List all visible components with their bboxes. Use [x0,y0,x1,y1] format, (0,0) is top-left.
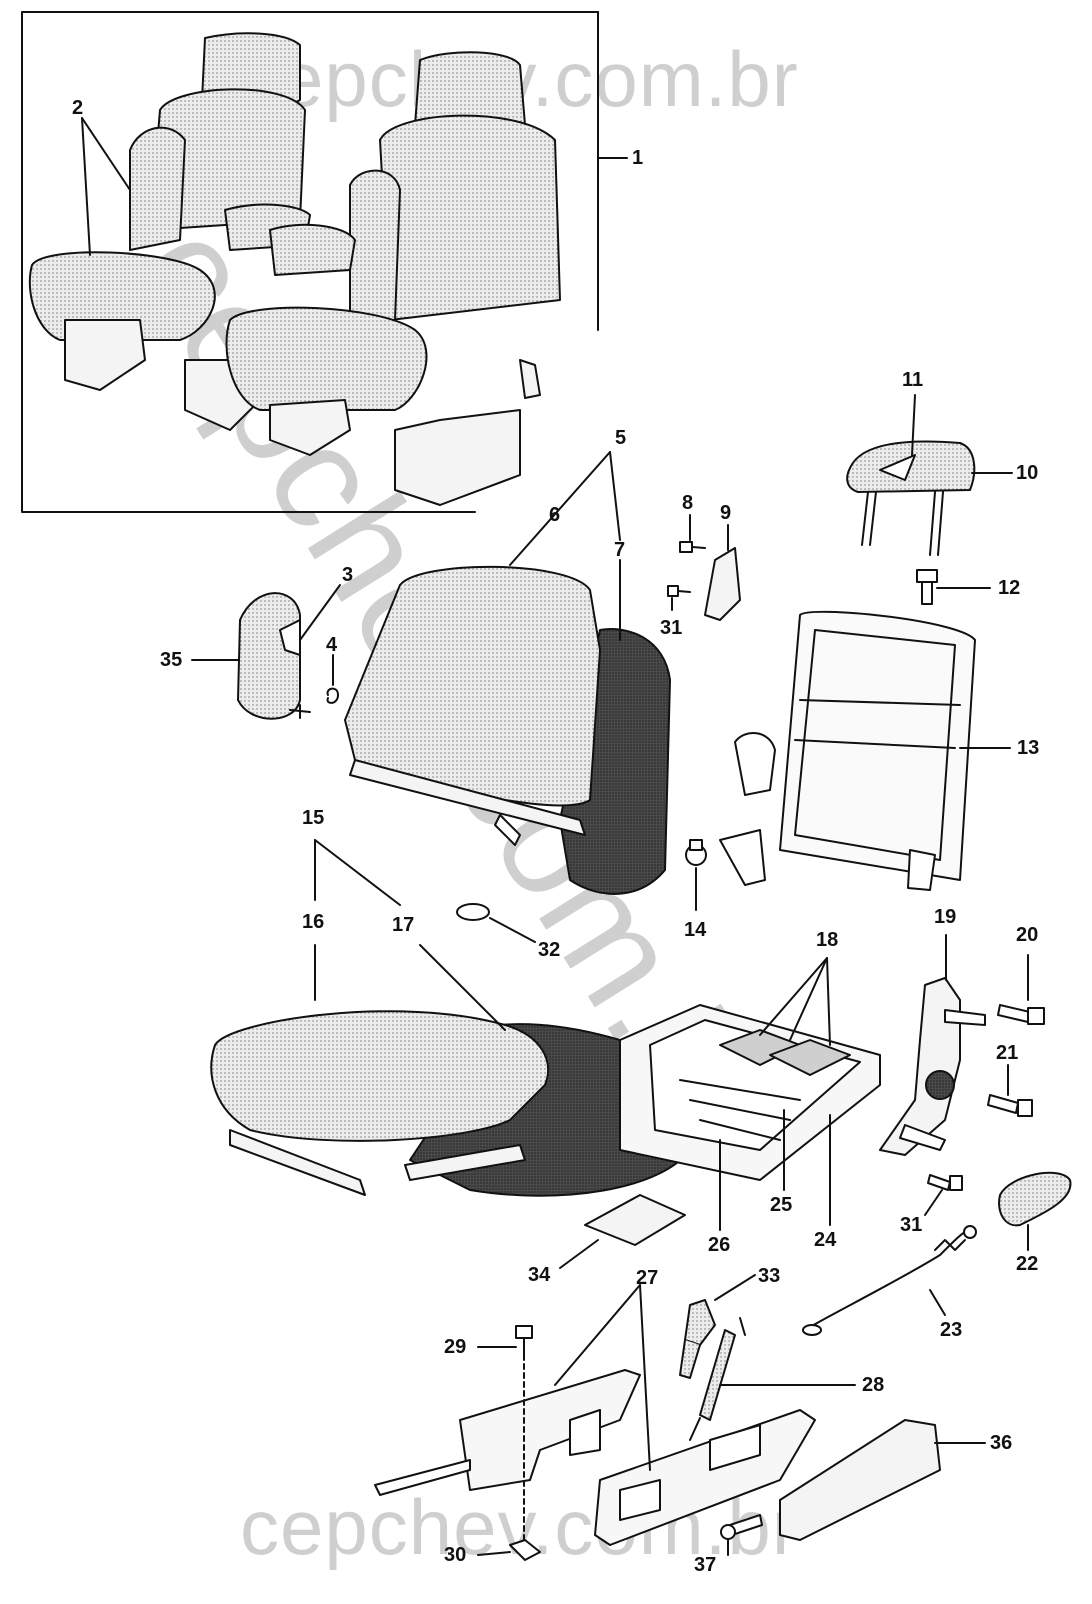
riser-right-part [594,1284,816,1546]
track-part [779,1419,986,1541]
callout-25: 25 [770,1194,793,1216]
callout-13: 13 [1017,737,1040,759]
headrest-guide-part [916,569,991,605]
callout-34: 34 [528,1264,551,1286]
callout-7: 7 [614,539,626,561]
callout-31-lower: 31 [900,1214,923,1236]
bolt-37-part [720,1514,763,1556]
callout-17: 17 [392,914,415,936]
callout-2: 2 [72,97,84,119]
callout-18: 18 [816,929,839,951]
callout-35: 35 [160,649,183,671]
callout-9: 9 [720,502,732,524]
callout-19: 19 [934,906,957,928]
callout-11: 11 [902,369,924,391]
armrest-part [191,584,341,720]
callout-23: 23 [940,1319,963,1341]
pad-part [559,1194,686,1269]
callout-36: 36 [990,1432,1013,1454]
callout-12: 12 [998,577,1021,599]
riser-left-part [374,1284,641,1496]
fastener-parts-upper [667,514,741,621]
callout-28: 28 [862,1374,885,1396]
recliner-mechanism-part [879,934,986,1156]
seat-pan-frame-part [619,957,881,1231]
callout-30: 30 [444,1544,467,1566]
ring-part [456,903,536,943]
callout-14: 14 [684,919,707,941]
callout-6: 6 [549,504,561,526]
callout-21: 21 [996,1042,1019,1064]
inset-seat-right [225,51,561,506]
pivot-bolt-part [685,839,707,911]
callout-33: 33 [758,1265,781,1287]
seatback-cushion-part [344,451,671,895]
callout-29: 29 [444,1336,467,1358]
callout-32: 32 [538,939,561,961]
callout-27: 27 [636,1267,659,1289]
callout-22: 22 [1016,1253,1039,1275]
recliner-handle-part [998,1171,1072,1251]
callout-31-upper: 31 [660,617,683,639]
callout-4: 4 [326,634,338,656]
callout-5: 5 [615,427,627,449]
callout-24: 24 [814,1229,837,1251]
callout-16: 16 [302,911,325,933]
callout-8: 8 [682,492,694,514]
callout-37: 37 [694,1554,717,1576]
callout-10: 10 [1016,462,1039,484]
callout-1: 1 [632,147,644,169]
bolt-29-30-part [477,1325,541,1561]
callout-26: 26 [708,1234,731,1256]
headrest-part [846,394,1013,556]
assembly-inset-frame [21,11,599,513]
cable-part [802,1225,977,1336]
springs-part [679,1274,856,1441]
callout-20: 20 [1016,924,1039,946]
bolts-right [924,954,1045,1216]
callout-3: 3 [342,564,354,586]
seatback-frame-part [719,610,1011,891]
callout-15: 15 [302,807,325,829]
